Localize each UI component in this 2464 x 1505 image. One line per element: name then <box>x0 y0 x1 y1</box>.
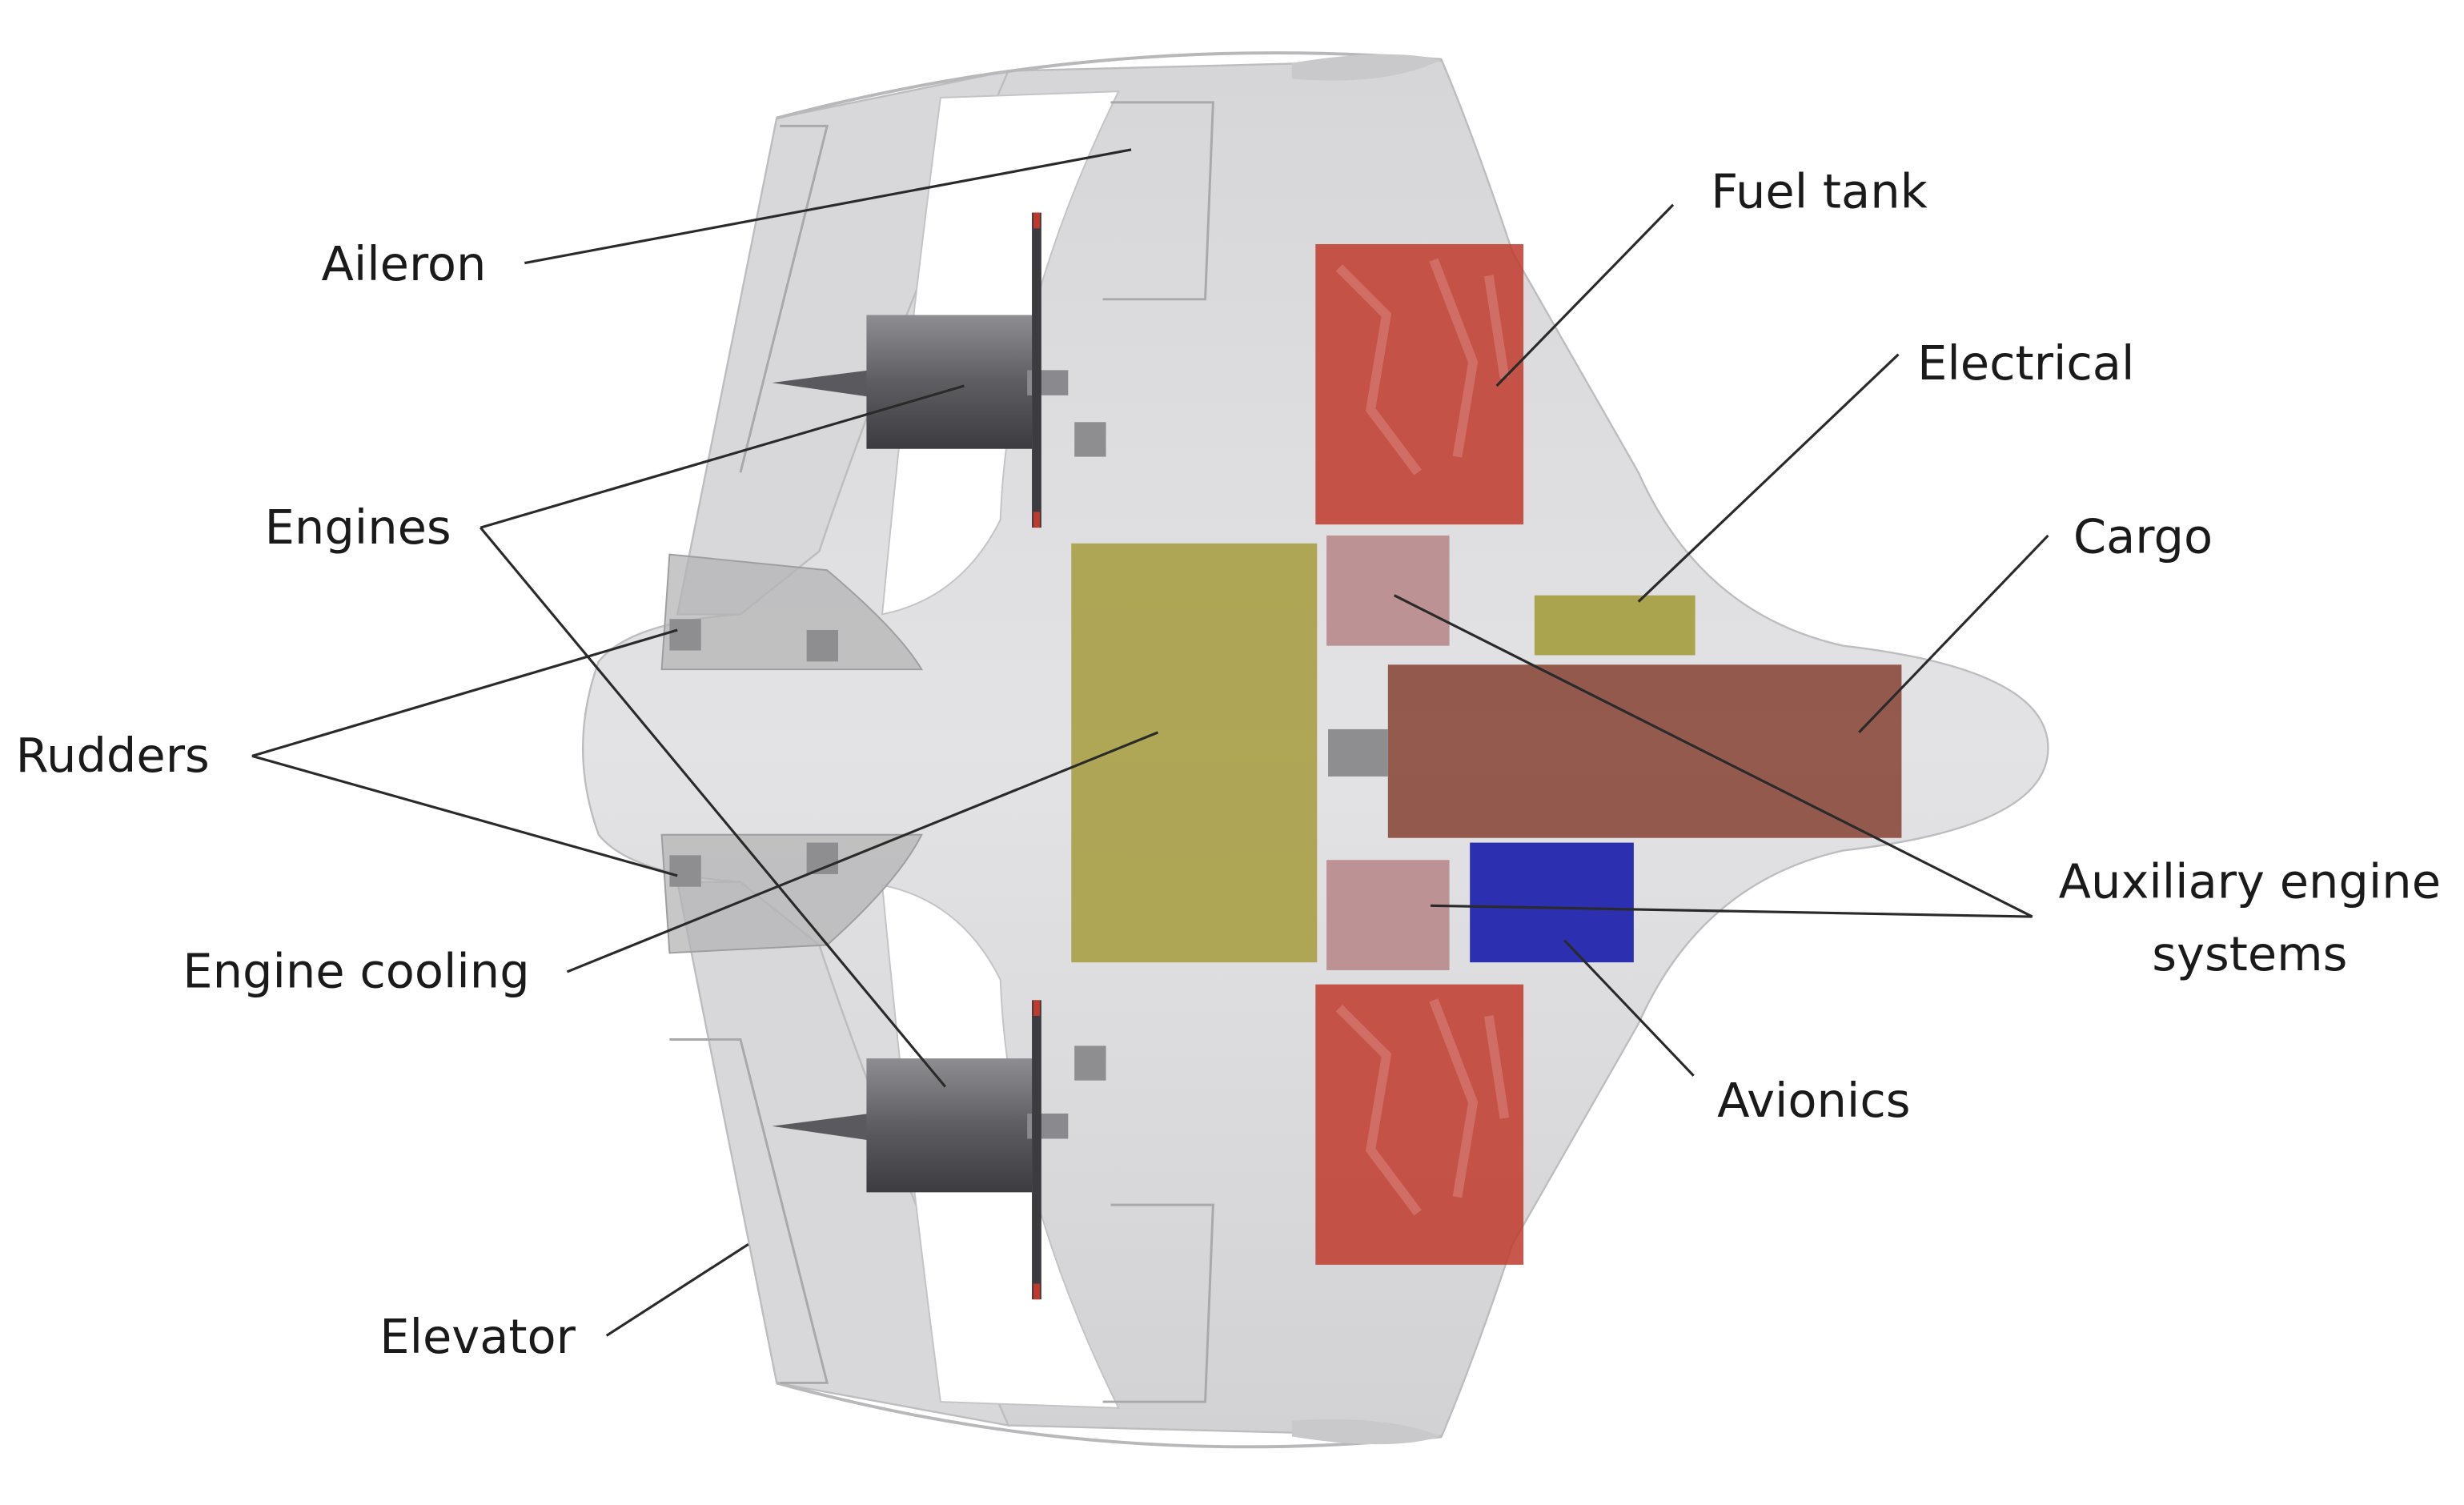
lower-engine-nacelle <box>866 1058 1033 1193</box>
fuel-tank-lower-texture <box>1335 998 1510 1216</box>
auxiliary-engine-system-upper <box>1326 535 1450 646</box>
upper-winglet <box>1291 54 1442 81</box>
rudders-leader-lower <box>251 754 678 877</box>
aileron-surface <box>1102 101 1214 301</box>
elevator-outer-surface <box>669 1038 829 1384</box>
aileron-leader <box>524 148 1132 265</box>
labels: Aileron Engines Rudders Engine cooling E… <box>16 164 2441 1364</box>
fuel-tank-upper-texture <box>1335 258 1510 476</box>
rudder-actuator-3 <box>669 855 701 887</box>
electrical-block <box>1534 595 1696 656</box>
auxiliary-engine-system-lower <box>1326 860 1450 970</box>
lower-winglet <box>1291 1419 1442 1445</box>
label-aileron: Aileron <box>321 236 486 291</box>
cargo-connector <box>1328 728 1388 777</box>
avionics-leader <box>1563 939 1695 1077</box>
label-elevator: Elevator <box>379 1309 576 1364</box>
aux-leader-upper <box>1393 594 2033 918</box>
elevator-surface <box>1102 1203 1214 1403</box>
aux-leader-lower <box>1430 904 2033 918</box>
engines-leader-upper <box>480 384 965 529</box>
aileron-outer-surface <box>739 124 829 473</box>
elevator-leader <box>605 1242 749 1337</box>
engines-leader-lower <box>480 527 947 1088</box>
rudder-actuator-1 <box>669 619 701 651</box>
engine-cooling-leader <box>566 731 1159 973</box>
engine-cooling-block <box>1071 543 1318 963</box>
lower-wingtip <box>776 1381 1442 1449</box>
rudders-leader-upper <box>251 628 678 757</box>
label-fuel-tank: Fuel tank <box>1711 164 1928 219</box>
lower-engine-nozzle <box>772 1114 870 1141</box>
label-rudders: Rudders <box>16 728 210 783</box>
upper-propeller <box>1032 212 1041 528</box>
label-aux-line2: systems <box>2152 926 2347 981</box>
lower-engine <box>772 1000 1106 1300</box>
upper-rudder <box>660 553 924 671</box>
label-cargo: Cargo <box>2073 509 2213 564</box>
label-aux-line1: Auxiliary engine <box>2059 853 2441 909</box>
upper-engine-nacelle <box>866 315 1033 449</box>
upper-engine-nozzle <box>772 370 870 397</box>
label-avionics: Avionics <box>1717 1073 1910 1128</box>
upper-engine-mount <box>1074 422 1106 457</box>
label-electrical: Electrical <box>1917 335 2134 391</box>
lower-engine-mount <box>1074 1045 1106 1081</box>
upper-wingtip <box>776 51 1442 120</box>
avionics-block <box>1470 842 1634 963</box>
upper-engine <box>772 212 1106 528</box>
cargo-leader <box>1858 534 2049 733</box>
rudder-actuator-2 <box>806 629 838 662</box>
leader-lines <box>251 148 2049 1337</box>
lower-propeller <box>1032 1000 1041 1300</box>
electrical-leader <box>1637 353 1900 603</box>
lower-rudder <box>660 833 923 954</box>
label-engine-cooling: Engine cooling <box>183 944 529 999</box>
fuel-tank-leader <box>1495 203 1675 387</box>
label-engines: Engines <box>265 500 451 555</box>
